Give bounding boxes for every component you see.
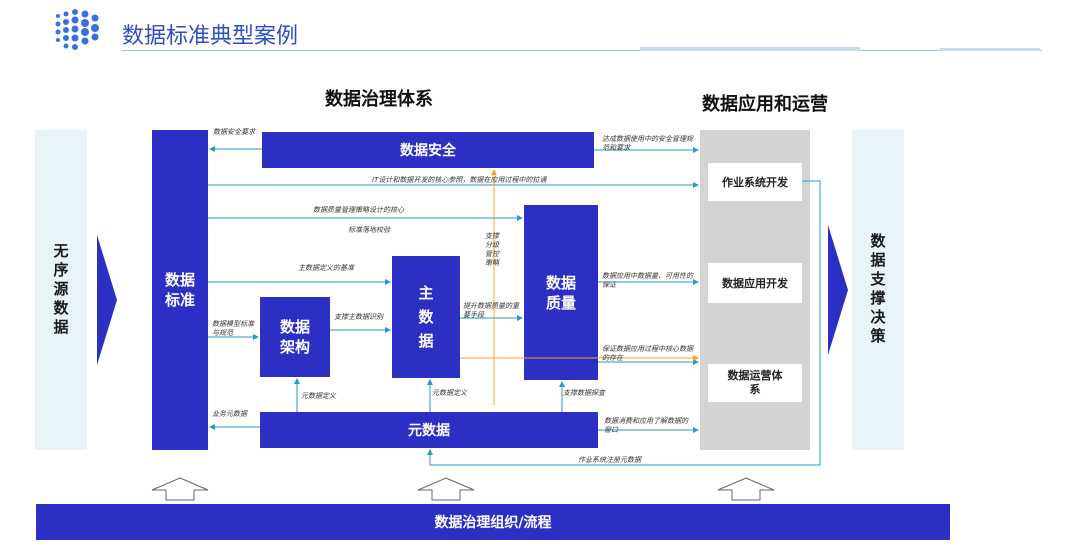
block-data-quality: 数据质量 [524, 205, 598, 380]
block-data-architecture-label: 数据架构 [279, 318, 310, 356]
label-biz-meta: 业务元数据 [212, 410, 247, 418]
up-arrow-left [150, 476, 210, 506]
block-master-data: 主数据 [392, 256, 460, 378]
block-data-quality-label: 数据质量 [545, 273, 576, 312]
header-accent-bar-2 [940, 48, 1040, 51]
label-graded: 支撑分级管控策略 [485, 232, 499, 267]
bottom-bar-label: 数据治理组织/流程 [434, 515, 552, 531]
label-sec-req: 数据安全要求 [213, 128, 255, 136]
label-meta-def2: 元数据定义 [432, 389, 467, 397]
left-panel-text: 无序源数据 [51, 242, 70, 338]
block-data-standard: 数据标准 [152, 130, 208, 450]
app-box-app-dev: 数据应用开发 [708, 263, 802, 303]
block-data-security-label: 数据安全 [400, 143, 456, 159]
label-support-probe: 支撑数据探查 [563, 389, 605, 397]
up-arrow-right [716, 476, 776, 506]
label-master-basis: 主数据定义的基准 [298, 264, 354, 272]
right-panel-decision: 数据支撑决策 [852, 130, 904, 450]
bottom-bar-governance-org: 数据治理组织/流程 [36, 504, 950, 540]
label-meta-entry: 数据消费和应用了解数据的窗口 [604, 417, 688, 434]
block-metadata: 元数据 [260, 412, 598, 448]
label-quality-means: 提升数据质量的重要手段 [463, 302, 519, 319]
arrow-right-right [828, 225, 848, 359]
label-sec-out: 达成数据使用中的安全管理规范和要求 [602, 135, 693, 152]
label-std-check: 标准落地校验 [348, 226, 390, 234]
block-metadata-label: 元数据 [408, 423, 450, 439]
label-support-master: 支撑主数据识别 [334, 313, 383, 321]
app-box-ops: 数据运营体系 [708, 364, 802, 402]
arrow-right-left [97, 235, 117, 369]
app-box-dev: 作业系统开发 [708, 163, 802, 201]
right-panel-text: 数据支撑决策 [868, 233, 887, 347]
header-accent-bar [640, 47, 860, 51]
up-arrow-middle [416, 476, 476, 506]
label-model-norm: 数据模型标准与规范 [212, 320, 254, 337]
block-master-data-label: 主数据 [418, 284, 434, 350]
logo-icon [52, 6, 104, 54]
block-data-standard-label: 数据标准 [164, 271, 195, 309]
label-meta-def1: 元数据定义 [301, 392, 336, 400]
section-title-governance: 数据治理体系 [325, 89, 433, 110]
label-quality-core: 数据质量管理策略设计的核心 [313, 206, 404, 214]
left-panel-unordered-source: 无序源数据 [35, 130, 87, 450]
block-data-security: 数据安全 [262, 132, 594, 168]
page-title: 数据标准典型案例 [122, 24, 299, 49]
app-box-ops-label: 数据运营体系 [727, 369, 783, 396]
label-it-design: IT设计和数据开发的核心参照，数据在应用过程中的拉通 [372, 176, 547, 184]
block-data-architecture: 数据架构 [260, 297, 330, 377]
label-quality-out: 数据应用中数据量、可用性的保证 [602, 272, 693, 289]
label-core-exist: 保证数据应用过程中核心数据的存在 [602, 345, 693, 362]
label-register-meta: 作业系统注册元数据 [578, 456, 641, 464]
section-title-application: 数据应用和运营 [702, 94, 828, 115]
header-divider [122, 50, 1042, 51]
